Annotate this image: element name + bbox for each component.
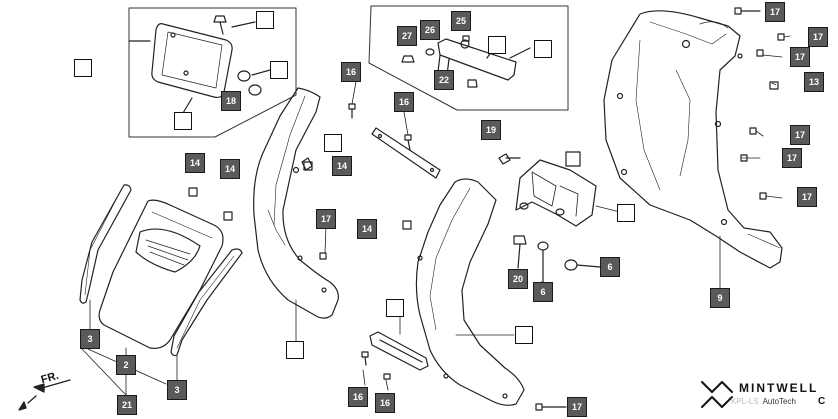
front-cover (603, 10, 783, 269)
callout-part-9: 9 (710, 288, 730, 308)
callout-part-17-bottom: 17 (567, 397, 587, 417)
callout-part-17-right-c: 17 (790, 125, 810, 145)
callout-part-14-b: 14 (220, 159, 240, 179)
callout-part-22: 22 (434, 70, 454, 90)
bolt-20 (513, 235, 527, 269)
lower-stay (369, 331, 429, 371)
left-side-cover (253, 87, 339, 319)
empty-label-box (534, 40, 552, 58)
brand-logo-mark (701, 381, 733, 408)
callout-part-19: 19 (481, 120, 501, 140)
callout-part-21: 21 (117, 395, 137, 415)
diagram-code: C (818, 396, 826, 407)
callout-part-16-a: 16 (341, 62, 361, 82)
clip-14-b (223, 211, 233, 221)
right-side-cover (415, 178, 525, 406)
plate-bolt (213, 15, 227, 35)
callout-part-3-right: 3 (167, 380, 187, 400)
left-strip (79, 184, 132, 304)
screw-16-upper (348, 103, 356, 119)
clip-14-a (188, 187, 198, 197)
callout-part-17-right-e: 17 (797, 187, 817, 207)
callout-part-27: 27 (397, 26, 417, 46)
screw-17-right-b (756, 49, 764, 57)
watermark-text: KPL-LS (731, 397, 759, 406)
screw-16-bottom-b (383, 373, 391, 380)
empty-label-box (324, 134, 342, 152)
clip-14-c (303, 161, 313, 171)
callout-part-6-lower: 6 (533, 282, 553, 302)
front-direction-arrow (18, 379, 71, 411)
screw-17-right-c (769, 81, 779, 90)
brand-sub-text: AutoTech (762, 397, 796, 406)
screw-16-mid (404, 134, 412, 151)
callout-part-2: 2 (116, 355, 136, 375)
callout-part-13: 13 (804, 72, 824, 92)
callout-part-14-c: 14 (332, 156, 352, 176)
callout-part-26: 26 (420, 20, 440, 40)
callout-part-16-d: 16 (375, 393, 395, 413)
callout-part-6-upper: 6 (600, 257, 620, 277)
clip-14-d (402, 220, 412, 230)
callout-part-16-c: 16 (348, 387, 368, 407)
screw-16-bottom-a (361, 351, 369, 366)
callout-part-3-left: 3 (80, 329, 100, 349)
mount-bracket (498, 151, 597, 227)
callout-part-14-d: 14 (357, 219, 377, 239)
center-panel (98, 199, 224, 349)
screw-17-right-f (759, 192, 767, 200)
plate-grommets (128, 21, 271, 114)
empty-label-box (270, 61, 288, 79)
empty-label-box (488, 36, 506, 54)
callout-part-16-b: 16 (394, 92, 414, 112)
empty-label-box (515, 326, 533, 344)
empty-label-box (174, 112, 192, 130)
callout-part-14-a: 14 (185, 153, 205, 173)
empty-label-box (617, 204, 635, 222)
callout-part-17-right-a: 17 (808, 27, 828, 47)
grommet-6-right (564, 259, 601, 271)
empty-label-box (256, 11, 274, 29)
license-plate (151, 23, 233, 99)
callout-part-18: 18 (221, 91, 241, 111)
empty-label-box (74, 59, 92, 77)
screw-17-right-d (749, 127, 757, 135)
callout-part-20: 20 (508, 269, 528, 289)
screw-17-left-cover (319, 252, 327, 260)
callout-part-17-top: 17 (765, 2, 785, 22)
callout-part-17-right-d: 17 (782, 148, 802, 168)
callout-part-17-left: 17 (316, 209, 336, 229)
grommet-6-left (537, 241, 549, 283)
callout-part-25: 25 (451, 11, 471, 31)
empty-label-box (286, 341, 304, 359)
bracket-subassembly-frame (368, 5, 569, 111)
brand-name: MINTWELL (739, 381, 819, 395)
screw-17-right-e (740, 154, 748, 162)
callout-part-17-right-b: 17 (790, 47, 810, 67)
right-strip (170, 248, 243, 357)
screw-17-top (734, 7, 761, 15)
empty-label-box (386, 299, 404, 317)
bracket-assembly (401, 35, 531, 88)
screw-17-bottom (535, 403, 567, 411)
stay-bar (371, 127, 441, 179)
screw-17-right-a (777, 33, 785, 41)
license-plate-subassembly-frame (128, 7, 297, 138)
